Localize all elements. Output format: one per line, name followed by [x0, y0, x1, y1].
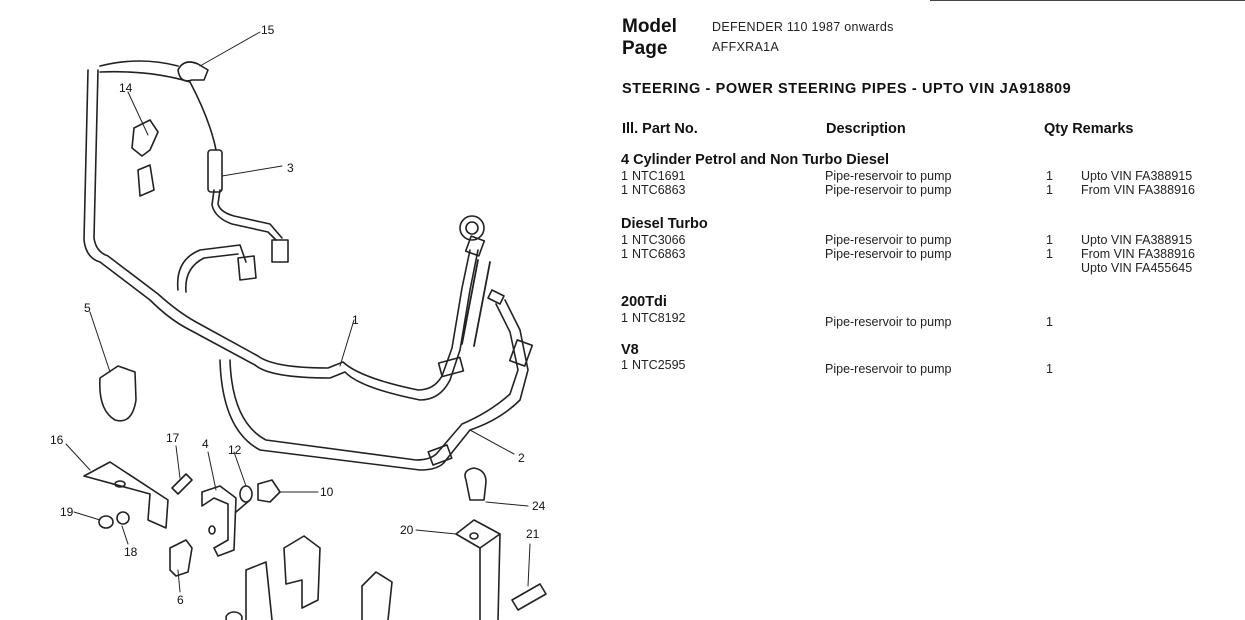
grommet-6 — [169, 539, 193, 577]
ill-number: 1 — [621, 358, 628, 372]
bracket-20 — [455, 519, 501, 620]
callout-1: 1 — [352, 313, 359, 327]
pipe-2 — [219, 299, 529, 471]
callout-18: 18 — [124, 545, 138, 559]
pipe-1 — [83, 69, 479, 401]
callout-20: 20 — [400, 523, 414, 537]
callout-4: 4 — [202, 437, 209, 451]
section-title: STEERING - POWER STEERING PIPES - UPTO V… — [622, 81, 1072, 97]
top-rule — [930, 0, 1245, 1]
table-row: 1 NTC3066 Pipe-reservoir to pump 1 Upto … — [621, 233, 1245, 247]
table-row: 1 NTC8192 Pipe-reservoir to pump 1 — [621, 311, 1245, 329]
page-label: Page — [622, 38, 668, 59]
callout-5: 5 — [84, 301, 91, 315]
callout-3: 3 — [287, 161, 294, 175]
clip-15 — [177, 61, 209, 82]
col-qty-remarks: Qty Remarks — [1044, 121, 1134, 137]
remarks: From VIN FA388916 — [1081, 183, 1195, 197]
bracket-16 — [83, 461, 169, 529]
callout-10: 10 — [320, 485, 334, 499]
table-row: 1 NTC2595 Pipe-reservoir to pump 1 — [621, 358, 1245, 376]
section-heading: 200Tdi — [621, 294, 667, 310]
quantity: 1 — [1046, 233, 1053, 247]
table-row: 1 NTC6863 Pipe-reservoir to pump 1 From … — [621, 183, 1245, 197]
callout-17: 17 — [166, 431, 180, 445]
col-description: Description — [826, 121, 906, 137]
clip-24 — [464, 467, 487, 501]
section-heading: V8 — [621, 342, 639, 358]
table-row: 1 NTC6863 Pipe-reservoir to pump 1 From … — [621, 247, 1245, 261]
part-number: NTC6863 — [632, 183, 686, 197]
remarks: From VIN FA388916 — [1081, 247, 1195, 261]
ill-number: 1 — [621, 169, 628, 183]
section-heading: Diesel Turbo — [621, 216, 708, 232]
callout-24: 24 — [532, 499, 546, 513]
quantity: 1 — [1046, 169, 1053, 183]
table-row-continuation: Upto VIN FA455645 — [621, 261, 1245, 275]
pipe-3 — [211, 189, 277, 241]
page-value: AFFXRA1A — [712, 40, 779, 54]
clip-14 — [131, 119, 159, 157]
nut-19 — [98, 515, 114, 529]
callout-15: 15 — [261, 23, 275, 37]
quantity: 1 — [1046, 315, 1053, 329]
part-number: NTC6863 — [632, 247, 686, 261]
description: Pipe-reservoir to pump — [825, 233, 952, 247]
callout-16: 16 — [50, 433, 64, 447]
ill-number: 1 — [621, 247, 628, 261]
description: Pipe-reservoir to pump — [825, 183, 952, 197]
part-number: NTC1691 — [632, 169, 686, 183]
ill-number: 1 — [621, 233, 628, 247]
remarks: Upto VIN FA388915 — [1081, 233, 1193, 247]
quantity: 1 — [1046, 247, 1053, 261]
washer-18 — [116, 511, 130, 525]
remarks: Upto VIN FA455645 — [1081, 261, 1193, 275]
section-heading: 4 Cylinder Petrol and Non Turbo Diesel — [621, 152, 890, 168]
callout-12: 12 — [228, 443, 242, 457]
part-number: NTC8192 — [632, 311, 686, 325]
clamp-4 — [201, 485, 237, 557]
remarks: Upto VIN FA388915 — [1081, 169, 1193, 183]
callout-labels: 15 14 3 5 1 2 16 17 4 12 10 19 18 6 20 2… — [50, 23, 546, 607]
callout-14: 14 — [119, 81, 133, 95]
nut-10 — [257, 479, 281, 503]
description: Pipe-reservoir to pump — [825, 315, 952, 329]
bracket-5 — [98, 365, 137, 422]
callout-2: 2 — [518, 451, 525, 465]
callout-21: 21 — [526, 527, 540, 541]
col-ill-part: Ill. Part No. — [622, 121, 698, 137]
callout-6: 6 — [177, 593, 184, 607]
quantity: 1 — [1046, 362, 1053, 376]
model-label: Model — [622, 16, 677, 37]
description: Pipe-reservoir to pump — [825, 169, 952, 183]
quantity: 1 — [1046, 183, 1053, 197]
description: Pipe-reservoir to pump — [825, 362, 952, 376]
description: Pipe-reservoir to pump — [825, 247, 952, 261]
table-row: 1 NTC1691 Pipe-reservoir to pump 1 Upto … — [621, 169, 1245, 183]
ill-number: 1 — [621, 183, 628, 197]
bolt-21 — [511, 583, 547, 611]
part-number: NTC2595 — [632, 358, 686, 372]
part-number: NTC3066 — [632, 233, 686, 247]
model-value: DEFENDER 110 1987 onwards — [712, 20, 894, 34]
bolt-17 — [171, 473, 193, 495]
ill-number: 1 — [621, 311, 628, 325]
callout-19: 19 — [60, 505, 74, 519]
banjo-fitting — [459, 215, 485, 241]
parts-diagram: 15 14 3 5 1 2 16 17 4 12 10 19 18 6 20 2… — [50, 23, 547, 620]
